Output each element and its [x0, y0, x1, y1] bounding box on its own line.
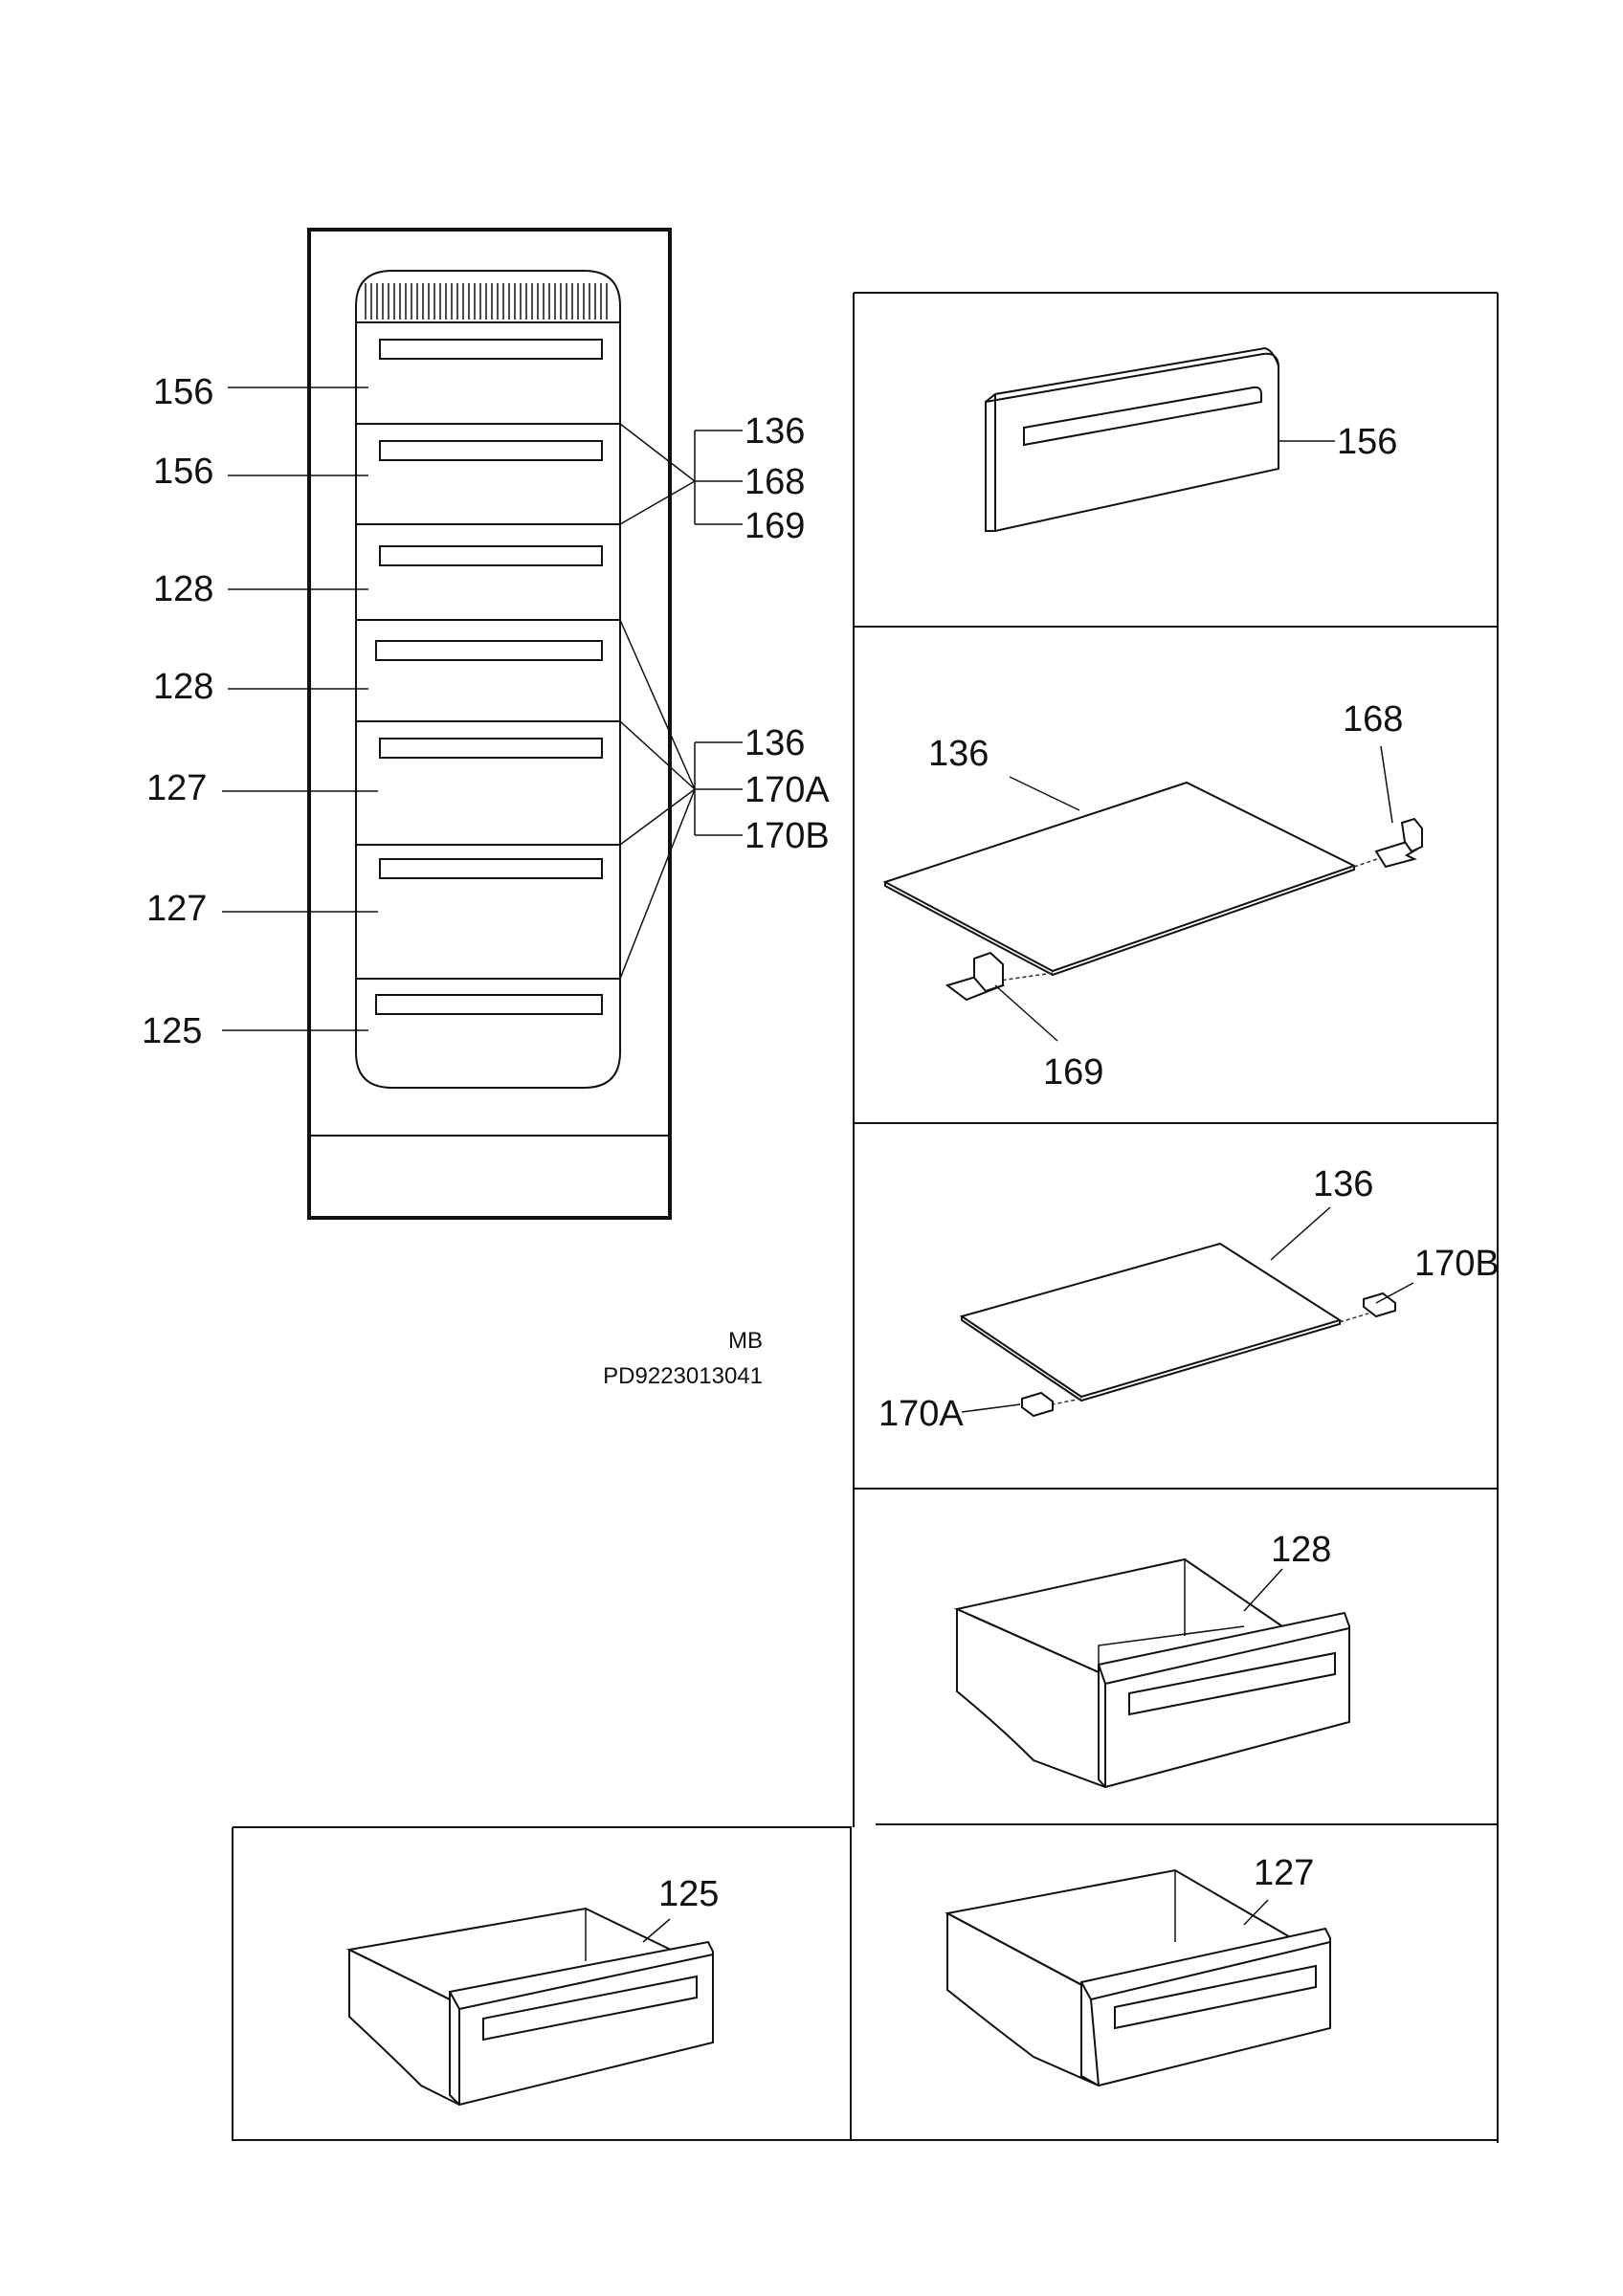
freezer-overview: 156 156 128 128 127 127 125 136 168 169 …	[142, 228, 830, 1220]
label-128: 128	[1271, 1530, 1331, 1570]
label-136: 136	[1313, 1164, 1373, 1204]
group-callout-169: 169	[745, 506, 805, 546]
callout-128: 128	[153, 667, 213, 707]
clip-170a	[1021, 1391, 1054, 1418]
label-127: 127	[1254, 1853, 1314, 1893]
cabinet-outline	[307, 228, 672, 1220]
label-136: 136	[928, 734, 989, 774]
label-170a: 170A	[878, 1394, 964, 1434]
detail-front-panel-156: 156	[985, 346, 1397, 532]
detail-shelf-clips-170: 136 170B 170A	[878, 1164, 1500, 1434]
detail-drawer-127: 127	[945, 1853, 1331, 2087]
callout-125: 125	[142, 1011, 202, 1051]
detail-drawer-125: 125	[345, 1874, 719, 2107]
group-callout-168: 168	[745, 462, 805, 502]
detail-panels-frame	[232, 292, 1499, 2143]
drawing-code-number: PD9223013041	[603, 1363, 763, 1389]
handle-slot	[379, 339, 603, 360]
label-169: 169	[1043, 1052, 1103, 1093]
callout-127: 127	[146, 768, 207, 808]
group-callout-170a: 170A	[745, 770, 830, 810]
handle-slot	[379, 440, 603, 461]
handle-slot	[379, 738, 603, 759]
handle-slot	[379, 858, 603, 879]
clip-170b	[1363, 1292, 1396, 1318]
callout-156: 156	[153, 452, 213, 492]
callout-127: 127	[146, 889, 207, 929]
detail-drawer-128: 128	[953, 1530, 1350, 1789]
handle-slot	[375, 994, 603, 1015]
label-156: 156	[1337, 422, 1397, 462]
callout-156: 156	[153, 372, 213, 412]
glass-shelf	[882, 781, 1357, 973]
handle-slot	[379, 545, 603, 566]
door-outline	[355, 270, 621, 1089]
drawing-code-mb: MB	[728, 1328, 763, 1354]
callout-128: 128	[153, 569, 213, 609]
handle-slot	[375, 640, 603, 661]
vent-grille	[365, 283, 608, 320]
label-170b: 170B	[1414, 1244, 1500, 1284]
detail-shelf-clips-168-169: 136 168 169	[882, 699, 1423, 1093]
label-125: 125	[658, 1874, 719, 1914]
glass-shelf	[959, 1242, 1343, 1399]
group-callout-170b: 170B	[745, 816, 830, 856]
group-callout-136: 136	[745, 411, 805, 452]
group-callout-136: 136	[745, 723, 805, 763]
label-168: 168	[1343, 699, 1403, 740]
